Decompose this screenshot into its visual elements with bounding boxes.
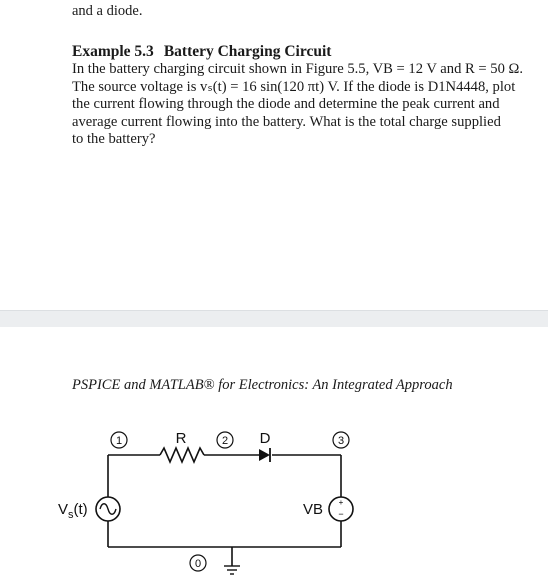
example-block: Example 5.3 Battery Charging Circuit In t… bbox=[72, 42, 548, 149]
node-label: 3 bbox=[338, 435, 344, 447]
diode-symbol bbox=[259, 448, 271, 462]
example-heading: Example 5.3 Battery Charging Circuit bbox=[72, 42, 548, 61]
example-body-line: The source voltage is vₛ(t) = 16 sin(120… bbox=[72, 78, 516, 95]
running-header: PSPICE and MATLAB® for Electronics: An I… bbox=[72, 377, 453, 393]
clipped-text-line: and a diode. bbox=[72, 3, 143, 19]
ac-source-symbol bbox=[95, 496, 121, 522]
example-body-line: average current flowing into the battery… bbox=[72, 113, 501, 130]
page-bottom: PSPICE and MATLAB® for Electronics: An I… bbox=[0, 327, 548, 579]
node-marker bbox=[216, 431, 234, 449]
battery-minus: − bbox=[338, 509, 343, 519]
battery-symbol: + − bbox=[328, 496, 354, 522]
diode-label: D bbox=[260, 430, 271, 447]
example-body-line: to the battery? bbox=[72, 131, 156, 148]
battery-plus: + bbox=[339, 498, 344, 507]
example-number: Example 5.3 bbox=[72, 43, 154, 60]
source-label-main: V bbox=[58, 501, 68, 518]
resistor-label: R bbox=[176, 430, 187, 447]
node-marker bbox=[332, 431, 350, 449]
resistor-symbol bbox=[159, 445, 205, 465]
ground-symbol bbox=[224, 565, 240, 575]
node-marker bbox=[189, 554, 207, 572]
source-label-tail: (t) bbox=[74, 501, 88, 518]
page-top: and a diode. Example 5.3 Battery Charging… bbox=[72, 3, 548, 149]
example-body-line: the current flowing through the diode an… bbox=[72, 96, 500, 113]
node-label: 0 bbox=[195, 558, 201, 570]
node-marker bbox=[110, 431, 128, 449]
example-body-line: In the battery charging circuit shown in… bbox=[72, 61, 524, 77]
node-label: 2 bbox=[222, 435, 228, 447]
source-label-sub: s bbox=[68, 509, 74, 521]
example-title: Battery Charging Circuit bbox=[163, 43, 332, 60]
battery-label: VB bbox=[303, 501, 323, 518]
node-label: 1 bbox=[116, 435, 122, 447]
source-label: Vs(t) bbox=[58, 501, 88, 521]
